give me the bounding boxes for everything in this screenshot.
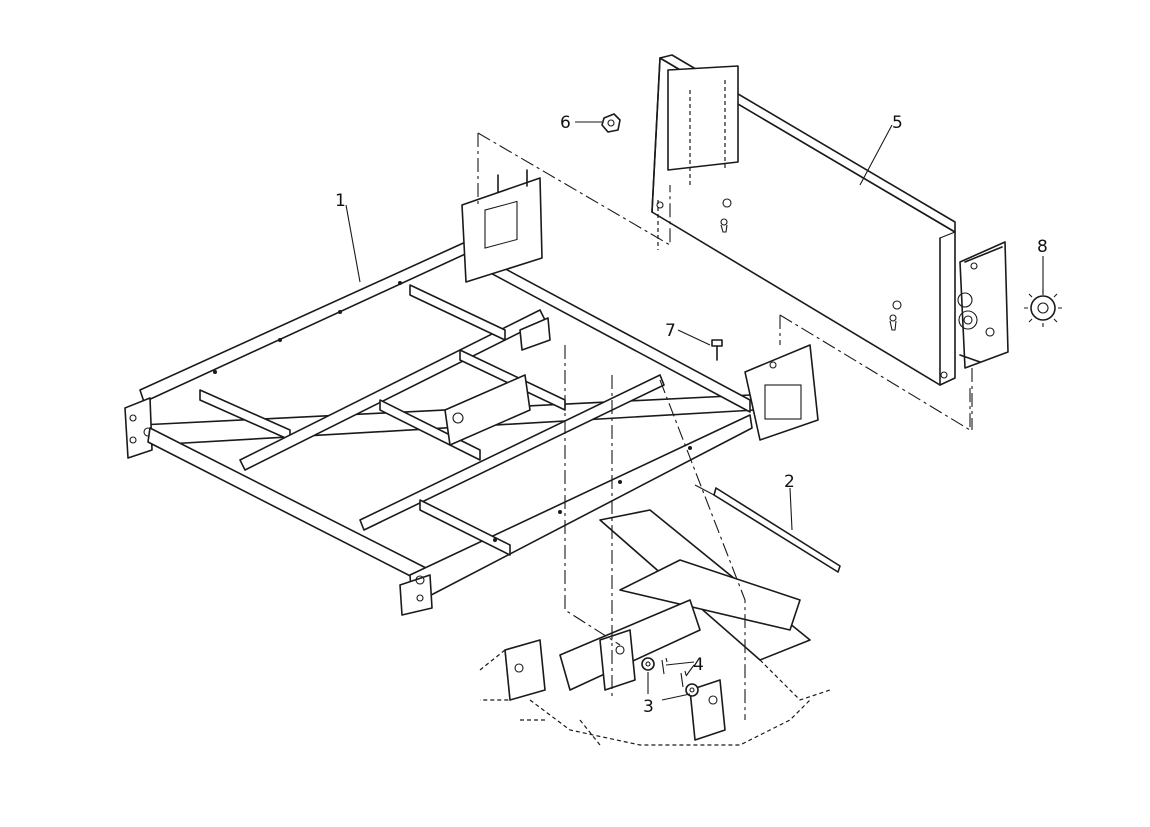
- main-frame-part-1: [124, 169, 819, 616]
- side-panel-part-5: [651, 54, 956, 386]
- callout-7: 7: [665, 321, 676, 341]
- rod-part-2: [694, 484, 841, 573]
- callout-6: 6: [560, 113, 571, 133]
- callout-1: 1: [335, 191, 346, 211]
- callout-8: 8: [1037, 237, 1048, 257]
- callout-2: 2: [784, 472, 795, 492]
- callout-4: 4: [693, 655, 704, 675]
- callout-3: 3: [643, 697, 654, 717]
- nut-part-6: [601, 113, 621, 133]
- panel-end-bracket: [957, 241, 1009, 369]
- lower-base-structure: [479, 509, 831, 746]
- callout-5: 5: [892, 113, 903, 133]
- callout-leader-lines: [345, 121, 1044, 701]
- assembly-guide-lines: [477, 132, 973, 720]
- callout-labels: 1 2 3 4 5 6 7 8: [335, 113, 1048, 717]
- screw-part-7: [711, 339, 723, 361]
